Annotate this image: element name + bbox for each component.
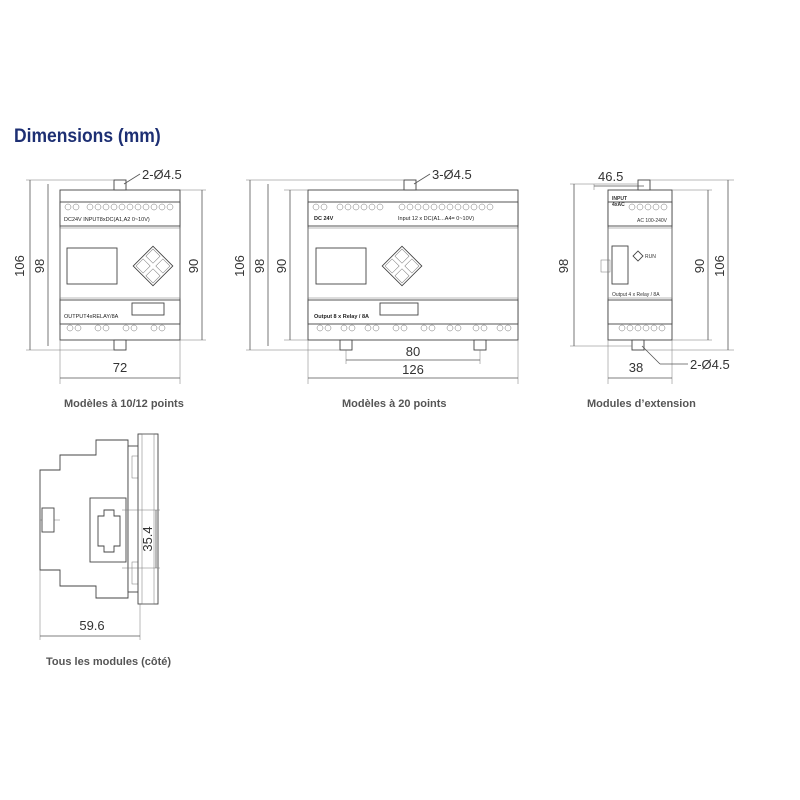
m20-input-label: Input 12 x DC(A1...A4= 0~10V) xyxy=(398,216,474,222)
caption-side-view: Tous les modules (côté) xyxy=(46,656,172,668)
m1012-height-98: 98 xyxy=(32,259,47,273)
ext-4xac-label: 4xAC xyxy=(612,202,625,208)
ext-hole-dim: 2-Ø4.5 xyxy=(690,357,730,372)
m1012-input-label: DC24V INPUT8xDC(A1,A2 0~10V) xyxy=(64,217,150,223)
ext-input-label: INPUT xyxy=(612,196,627,202)
drawing-models-10-12: DC24V INPUT8xDC(A1,A2 0~10V) OUTPUT4xREL… xyxy=(12,167,206,384)
ext-ac-label: AC 100-240V xyxy=(637,218,668,224)
caption-extension-modules: Modules d’extension xyxy=(587,398,696,410)
caption-models-10-12: Modèles à 10/12 points xyxy=(64,398,184,410)
ext-width-38: 38 xyxy=(629,360,643,375)
page-title: Dimensions (mm) xyxy=(14,126,161,147)
m1012-height-106: 106 xyxy=(12,255,27,277)
drawing-models-20: DC 24V Input 12 x DC(A1...A4= 0~10V) Out… xyxy=(232,167,519,384)
m20-height-106: 106 xyxy=(232,255,247,277)
m20-height-90: 90 xyxy=(274,259,289,273)
m1012-width-72: 72 xyxy=(113,360,127,375)
m1012-height-90: 90 xyxy=(186,259,201,273)
m20-height-98: 98 xyxy=(252,259,267,273)
drawing-side-view: 35.4 59.6 xyxy=(39,433,160,640)
m20-width-80: 80 xyxy=(406,344,420,359)
drawing-extension: RUN INPUT 4xAC AC 100-240V Output 4 x Re… xyxy=(556,169,734,384)
ext-height-90: 90 xyxy=(692,259,707,273)
m1012-output-label: OUTPUT4xRELAY/8A xyxy=(64,314,119,320)
ext-height-98: 98 xyxy=(556,259,571,273)
ext-run-label: RUN xyxy=(645,254,656,260)
m1012-hole-dim: 2-Ø4.5 xyxy=(142,167,182,182)
ext-output-label: Output 4 x Relay / 8A xyxy=(612,292,660,298)
side-height-35-4: 35.4 xyxy=(140,526,155,551)
side-width-59-6: 59.6 xyxy=(79,618,104,633)
m20-hole-dim: 3-Ø4.5 xyxy=(432,167,472,182)
m20-width-126: 126 xyxy=(402,362,424,377)
m20-dc-label: DC 24V xyxy=(314,216,334,222)
ext-width-46-5: 46.5 xyxy=(598,169,623,184)
m20-output-label: Output 8 x Relay / 8A xyxy=(314,314,369,320)
caption-models-20: Modèles à 20 points xyxy=(342,398,447,410)
ext-height-106: 106 xyxy=(712,255,727,277)
